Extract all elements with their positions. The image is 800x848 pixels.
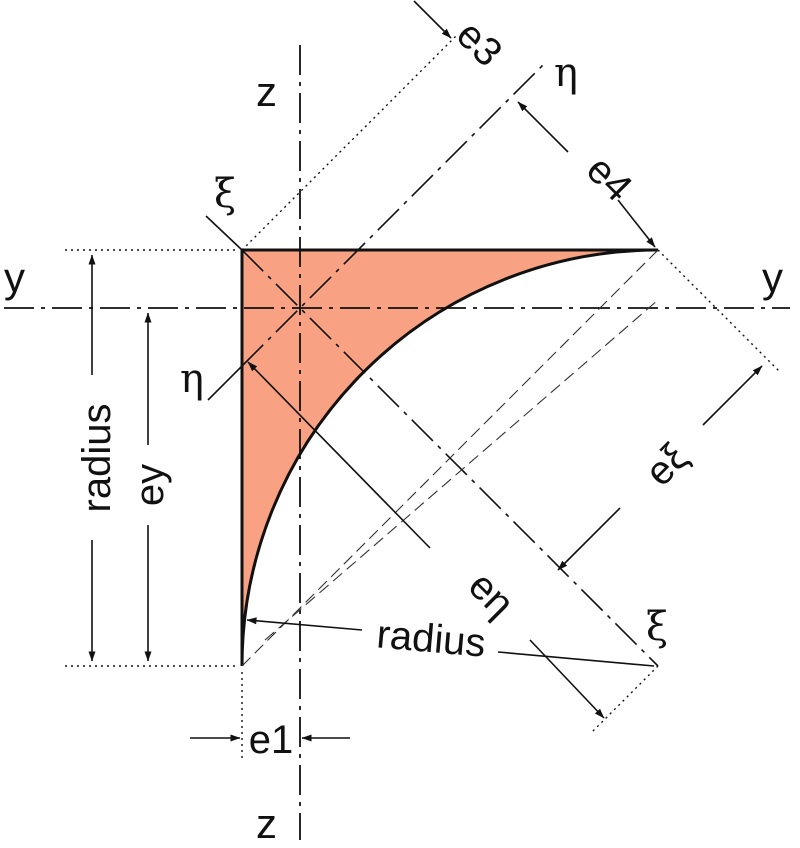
xi-label-top: ξ [214,171,236,217]
xi-label-bottom: ξ [646,604,668,650]
dashed-diagonal [241,249,659,667]
e-eta-label: eη [460,564,523,627]
eta-tick [207,365,243,401]
e1-label: e1 [249,718,294,762]
y-label-right: y [762,254,783,301]
z-label-bottom: z [256,800,277,847]
radius-diagonal-label: radius [375,612,487,665]
eta-label-top: η [554,50,578,96]
ey-label: ey [128,464,172,506]
e3-label: e3 [448,13,511,76]
extension-lines [65,33,781,760]
e-xi-label: eξ [637,435,697,495]
xi-tick [205,215,243,251]
dimension-lines [88,0,763,742]
eta-label-left: η [180,356,204,402]
y-label-left: y [4,254,25,301]
radius-vertical-label: radius [75,404,119,513]
eta-axis [241,62,546,367]
z-label-top: z [256,68,277,115]
e4-label: e4 [578,148,641,211]
dashed-parallel [264,299,659,641]
